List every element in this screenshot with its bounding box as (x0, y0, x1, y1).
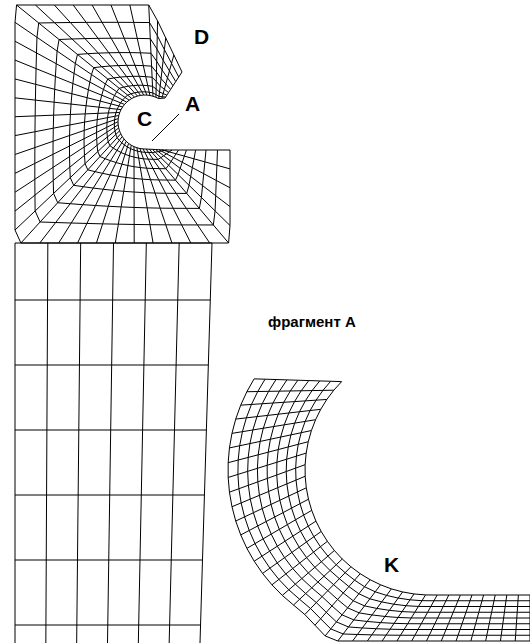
mesh-line (156, 21, 158, 97)
mesh-line (228, 442, 308, 463)
mesh-line (286, 381, 530, 607)
mesh-line (15, 5, 230, 243)
point-label: C (137, 108, 152, 129)
mesh-line (35, 22, 218, 225)
mesh-line (152, 149, 230, 225)
mesh-line (426, 595, 448, 641)
mesh-line (115, 145, 131, 243)
mesh-line (236, 488, 307, 521)
mesh-line (111, 5, 147, 95)
mesh-line (293, 559, 342, 605)
caption-label: фрагмент A (268, 314, 356, 329)
mesh-line (15, 115, 119, 135)
mesh-line (247, 390, 334, 392)
mesh-line (228, 379, 530, 641)
mesh-line (162, 55, 174, 98)
mesh-line (229, 465, 305, 493)
mesh-line (500, 595, 506, 641)
mesh-line (229, 431, 311, 448)
mesh-line (315, 574, 360, 626)
groove-mesh (15, 5, 230, 243)
mesh-line (40, 137, 122, 243)
mesh-line (236, 409, 321, 419)
mesh-line (138, 243, 146, 643)
mesh-line (397, 595, 426, 641)
mesh-line (247, 510, 312, 548)
mesh-line (282, 551, 334, 596)
mesh-line (35, 5, 134, 97)
mesh-line (15, 125, 118, 192)
mesh-line (305, 567, 351, 615)
mesh-line (159, 150, 230, 188)
mesh-line (165, 150, 230, 151)
mesh-line (15, 22, 129, 100)
mesh-line (77, 243, 81, 643)
mesh-line (15, 60, 125, 104)
mesh-line (118, 95, 165, 150)
mesh-line (15, 243, 16, 643)
mesh-line (254, 379, 341, 382)
point-label: A (185, 93, 200, 114)
mesh-line (241, 499, 309, 535)
mesh-line (441, 595, 460, 641)
mesh-line (159, 38, 166, 99)
mesh-line (241, 399, 327, 405)
mesh-line (15, 128, 119, 211)
mesh-line (15, 131, 120, 230)
fragment-mesh (228, 379, 530, 641)
mesh-line (108, 243, 114, 643)
mesh-line (15, 79, 123, 107)
mesh-line (515, 595, 518, 641)
mesh-line (133, 147, 134, 243)
mesh-line (367, 592, 402, 641)
mesh-line (162, 150, 230, 169)
mesh-line (15, 119, 118, 155)
mesh-line (54, 5, 137, 96)
mesh-line (382, 594, 414, 641)
mesh-line (149, 5, 153, 96)
mesh-line (130, 5, 150, 95)
mesh-line (232, 476, 305, 506)
mesh-line (156, 150, 230, 207)
mesh-line (456, 595, 472, 641)
mesh-line (412, 595, 437, 641)
mesh-line (238, 379, 530, 635)
mesh-line (78, 141, 127, 243)
mesh-line (471, 595, 484, 641)
mesh-line (97, 76, 179, 168)
mesh-line (277, 381, 530, 613)
mesh-line (114, 92, 167, 153)
mesh-line (46, 243, 48, 643)
mesh-line (228, 453, 306, 477)
mesh-line (272, 541, 327, 585)
mesh-line (73, 5, 140, 95)
mesh-line (254, 521, 316, 561)
mesh-line (15, 112, 120, 116)
mesh-line (200, 243, 212, 643)
mesh-line (486, 595, 496, 641)
shaft-mesh (15, 243, 212, 643)
mesh-line (59, 139, 124, 243)
mesh-line (296, 381, 530, 600)
mesh-line (232, 420, 316, 434)
point-label: D (194, 26, 209, 47)
point-label: K (384, 554, 399, 575)
mesh-line (15, 98, 121, 110)
mesh-line (169, 243, 179, 643)
mesh-line (21, 134, 121, 243)
mesh-line (165, 72, 182, 98)
mesh-line (305, 382, 530, 595)
leader-line (152, 114, 179, 141)
